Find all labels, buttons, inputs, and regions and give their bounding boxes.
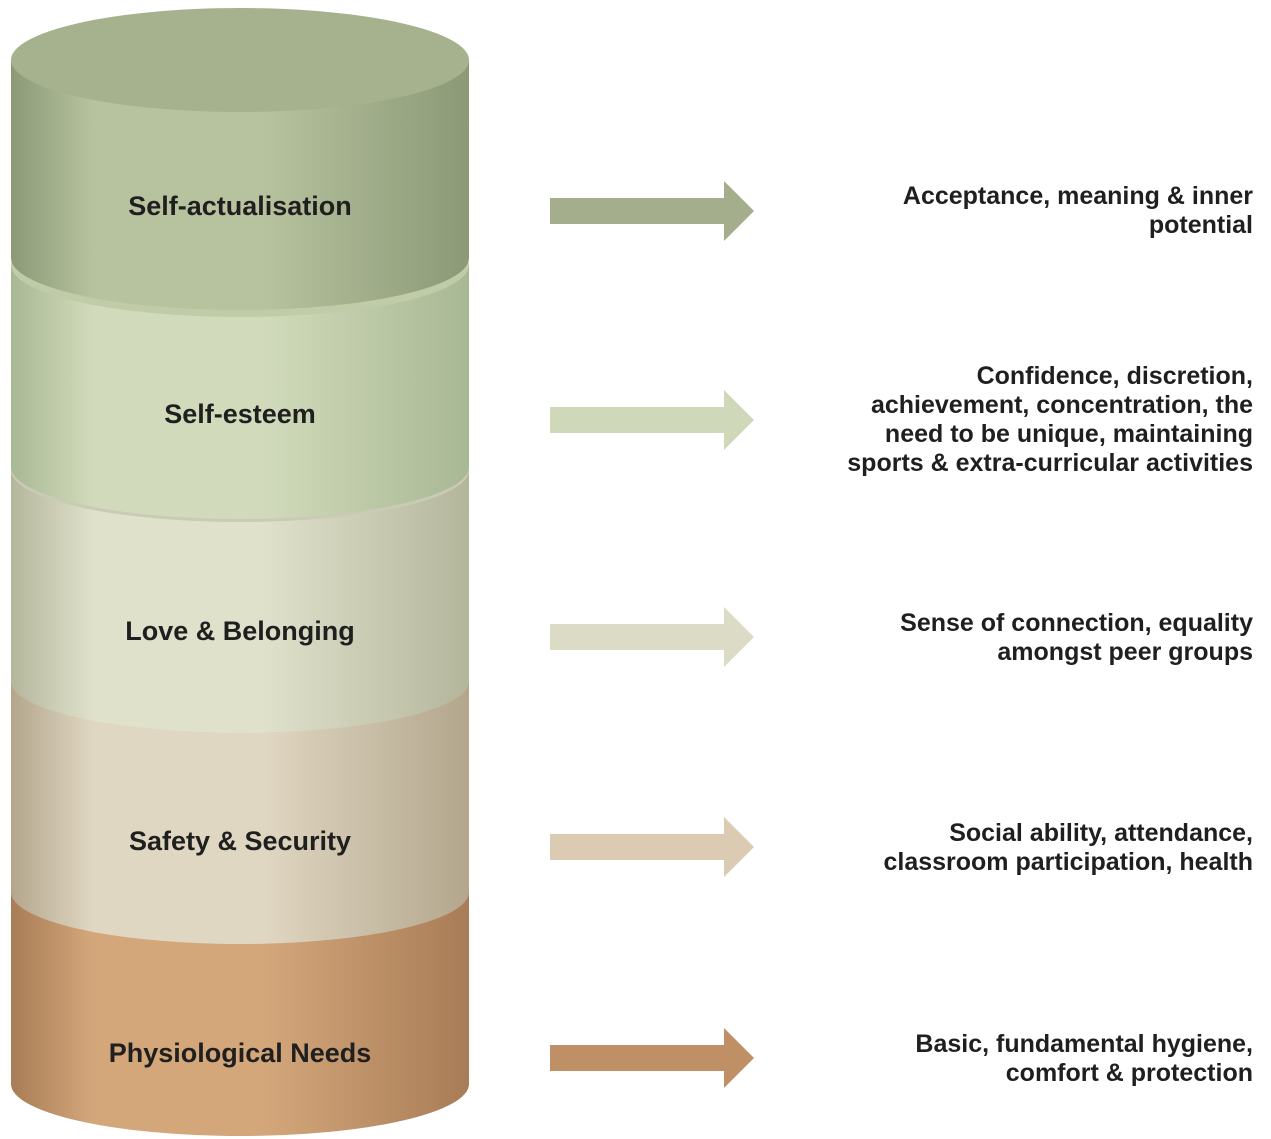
right-arrow-icon [550, 181, 754, 241]
right-arrow-icon [550, 1028, 754, 1088]
cylinder-self-actualisation [11, 8, 469, 310]
description-line: achievement, concentration, the [870, 391, 1253, 419]
description-line: sports & extra-curricular activities [847, 449, 1253, 477]
description-physiological-needs: Basic, fundamental hygiene,comfort & pro… [783, 1030, 1253, 1088]
description-self-esteem: Confidence, discretion,achievement, conc… [783, 362, 1253, 478]
right-arrow-icon [550, 390, 754, 450]
description-line: Confidence, discretion, [976, 362, 1253, 390]
description-line: comfort & protection [1005, 1059, 1253, 1087]
cylinder-body-safety-and-security [11, 681, 469, 944]
description-line: potential [1148, 211, 1253, 239]
description-line: Acceptance, meaning & inner [902, 182, 1253, 210]
cylinder-body-physiological-needs [11, 888, 469, 1136]
description-safety-and-security: Social ability, attendance,classroom par… [783, 819, 1253, 877]
description-line: Social ability, attendance, [949, 819, 1253, 847]
right-arrow-icon [550, 817, 754, 877]
right-arrow-icon [550, 607, 754, 667]
description-line: amongst peer groups [997, 638, 1253, 666]
description-line: Basic, fundamental hygiene, [915, 1030, 1253, 1058]
level-label-safety-and-security: Safety & Security [128, 826, 352, 856]
description-line: classroom participation, health [883, 848, 1253, 876]
cylinder-body-love-and-belonging [11, 470, 469, 733]
level-label-self-actualisation: Self-actualisation [128, 191, 352, 221]
level-label-self-esteem: Self-esteem [164, 399, 316, 429]
cylinder-top-self-actualisation [11, 8, 469, 112]
cylinder-body-self-actualisation [11, 60, 469, 310]
level-label-physiological-needs: Physiological Needs [108, 1038, 372, 1068]
cylinder-body-self-esteem [11, 265, 469, 519]
level-label-love-and-belonging: Love & Belonging [125, 616, 355, 646]
description-line: need to be unique, maintaining [884, 420, 1253, 448]
description-line: Sense of connection, equality [900, 609, 1253, 637]
